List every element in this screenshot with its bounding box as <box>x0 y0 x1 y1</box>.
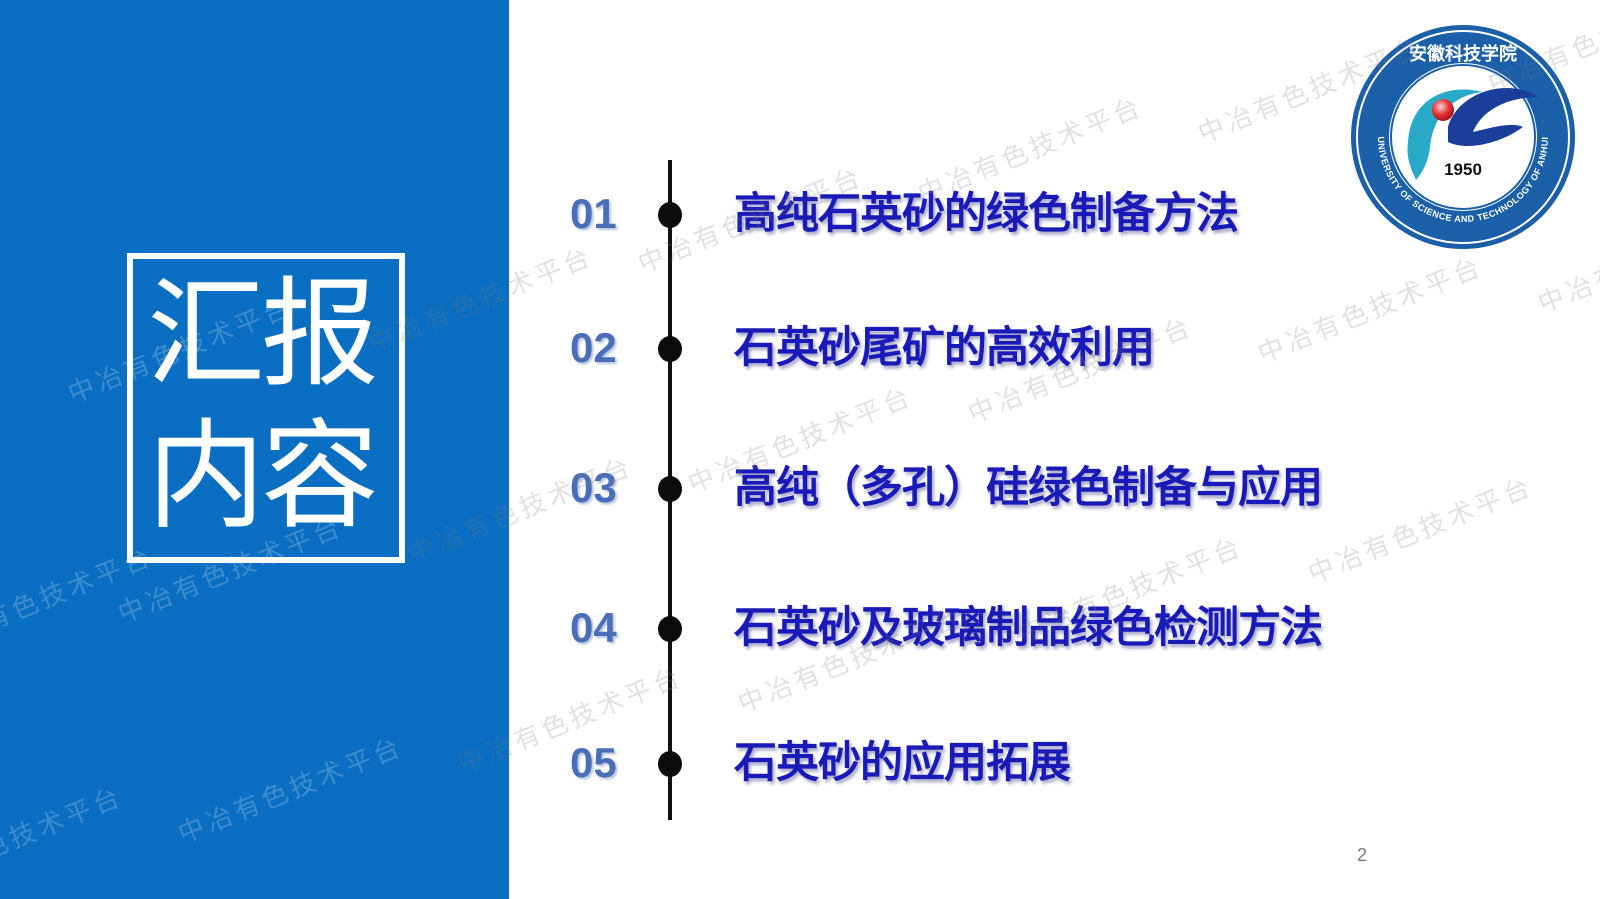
university-logo: 1950 UNIVERSITY OF SCIENCE AND TECHNOLOG… <box>1348 22 1578 252</box>
timeline-dot-icon <box>658 751 682 777</box>
timeline-dot-icon <box>658 336 682 362</box>
title-line-2: 内容 <box>147 407 379 545</box>
agenda-item-3: 03 高纯（多孔）硅绿色制备与应用 <box>0 458 1600 518</box>
agenda-label: 石英砂及玻璃制品绿色检测方法 <box>734 603 1323 653</box>
svg-text:1950: 1950 <box>1444 160 1482 179</box>
agenda-item-5: 05 石英砂的应用拓展 <box>0 733 1600 793</box>
agenda-item-4: 04 石英砂及玻璃制品绿色检测方法 <box>0 598 1600 658</box>
agenda-label: 石英砂的应用拓展 <box>734 738 1071 788</box>
timeline-dot-icon <box>658 202 682 228</box>
title-line-1: 汇报 <box>147 265 379 403</box>
timeline-dot-icon <box>658 616 682 642</box>
svg-text:安徽科技学院: 安徽科技学院 <box>1409 43 1517 65</box>
agenda-number: 02 <box>570 324 617 371</box>
agenda-item-2: 02 石英砂尾矿的高效利用 <box>0 318 1600 378</box>
title-box: 汇报 内容 <box>127 253 405 563</box>
timeline-dot-icon <box>658 476 682 502</box>
page-number: 2 <box>1357 845 1368 865</box>
left-blue-panel: 汇报 内容 <box>0 0 509 899</box>
agenda-label: 高纯石英砂的绿色制备方法 <box>734 189 1239 239</box>
agenda-number: 04 <box>570 604 617 651</box>
agenda-number: 03 <box>570 464 617 511</box>
agenda-number: 05 <box>570 739 617 786</box>
agenda-item-1: 01 高纯石英砂的绿色制备方法 <box>0 184 1600 244</box>
university-seal-icon: 1950 UNIVERSITY OF SCIENCE AND TECHNOLOG… <box>1351 25 1575 249</box>
agenda-label: 石英砂尾矿的高效利用 <box>734 323 1155 373</box>
agenda-label: 高纯（多孔）硅绿色制备与应用 <box>734 463 1323 513</box>
agenda-number: 01 <box>570 190 617 237</box>
